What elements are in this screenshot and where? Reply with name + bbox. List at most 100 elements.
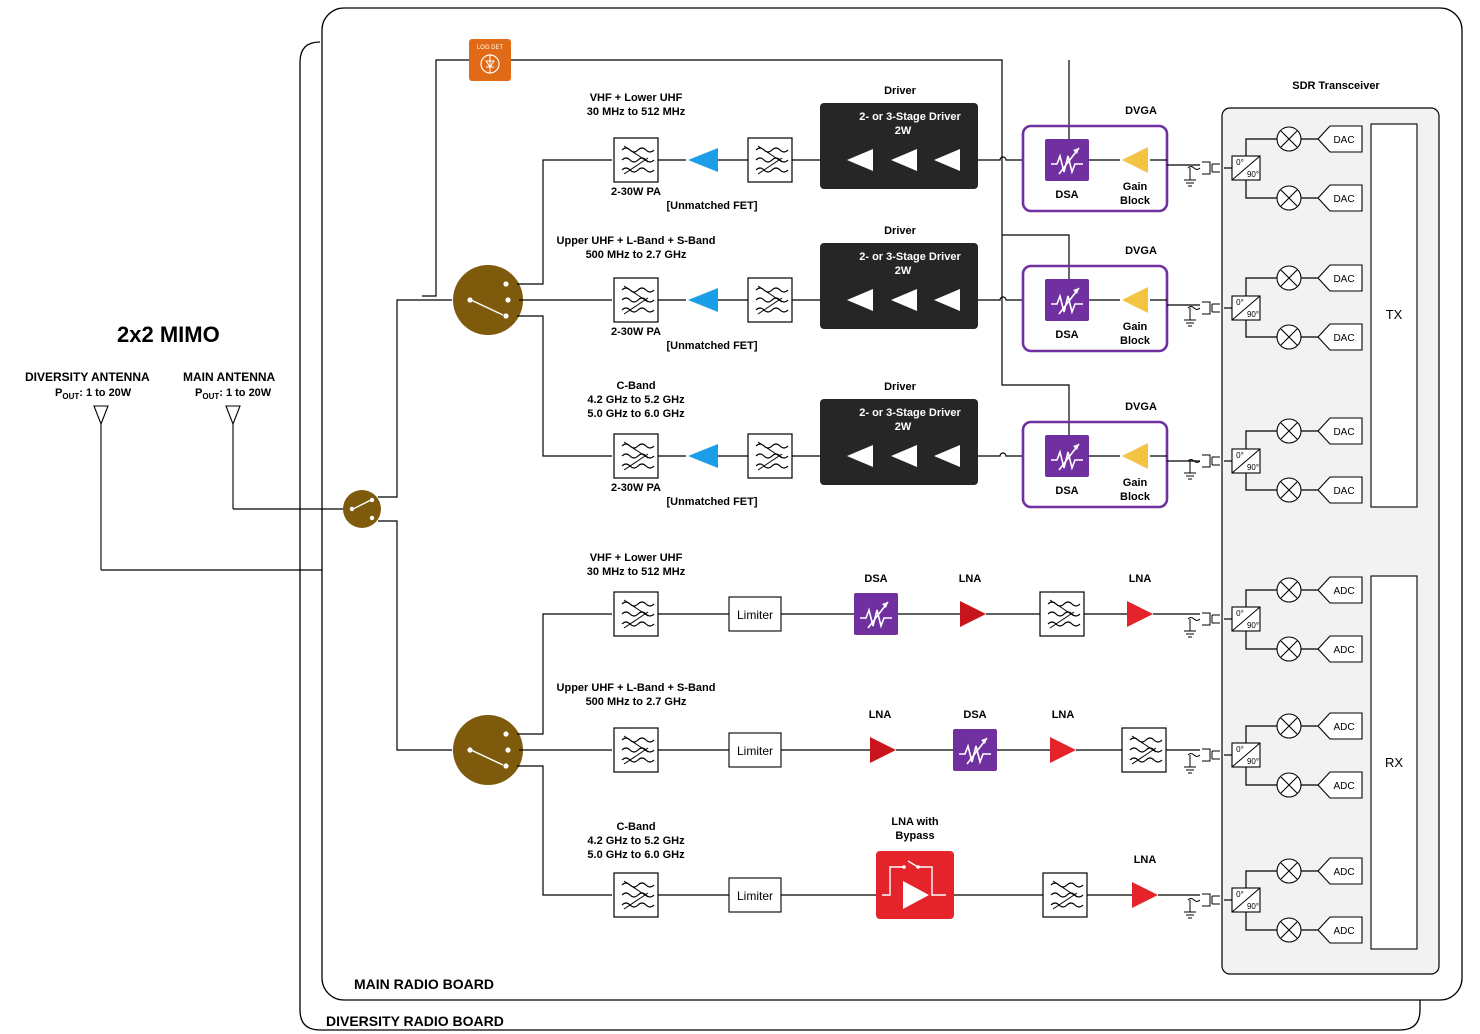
- band-label: VHF + Lower UHF: [590, 92, 683, 104]
- wire: [1245, 473, 1277, 491]
- phase-0-label: 0°: [1236, 298, 1244, 307]
- lna-bypass-sublabel: Bypass: [895, 830, 934, 842]
- dvga-dsa-icon: [1045, 139, 1089, 181]
- gain-block-icon: [1122, 287, 1148, 313]
- diversity-radio-board-label: DIVERSITY RADIO BOARD: [326, 1013, 504, 1029]
- dac-block: DAC: [1317, 264, 1363, 292]
- dsa-label: DSA: [864, 573, 887, 585]
- mixer-icon: [1276, 418, 1302, 444]
- mixer-icon: [1276, 324, 1302, 350]
- lna-icon: [870, 737, 896, 763]
- driver-stage-icon: [847, 289, 873, 311]
- band-range: 30 MHz to 512 MHz: [587, 566, 686, 578]
- limiter-label: Limiter: [737, 744, 773, 758]
- lna-icon: [903, 881, 929, 909]
- tx-label: TX: [1386, 307, 1403, 322]
- wire: [978, 452, 1024, 457]
- mixer-icon: [1276, 577, 1302, 603]
- coupler-icon: [1202, 301, 1211, 315]
- mixer-icon: [1276, 713, 1302, 739]
- dac-label: DAC: [1333, 427, 1354, 438]
- main-radio-board: [321, 7, 1463, 1001]
- driver-block: [820, 399, 978, 485]
- pa-sublabel: [Unmatched FET]: [666, 200, 757, 212]
- coupler-icon: [1202, 454, 1211, 468]
- bandpass-filter-icon: [613, 591, 659, 637]
- bypass-body: [876, 851, 954, 919]
- dac-label: DAC: [1333, 486, 1354, 497]
- lna-icon: [1050, 737, 1076, 763]
- mixer-icon: [1276, 772, 1302, 798]
- bandpass-filter-icon: [613, 137, 659, 183]
- driver-sublabel: 2W: [895, 421, 912, 433]
- diversity-antenna-icon: [93, 405, 109, 570]
- band-label: Upper UHF + L-Band + S-Band: [557, 682, 716, 694]
- dac-block: DAC: [1317, 184, 1363, 212]
- bandpass-filter-icon: [613, 433, 659, 479]
- bandpass-filter-icon: [613, 872, 659, 918]
- dac-label: DAC: [1333, 333, 1354, 344]
- driver-stage-icon: [847, 445, 873, 467]
- adc-label: ADC: [1333, 722, 1354, 733]
- mixer-icon: [1276, 265, 1302, 291]
- rx-band-switch: [453, 715, 523, 785]
- adc-block: ADC: [1317, 576, 1363, 604]
- adc-block: ADC: [1317, 712, 1363, 740]
- coupler-icon: [1202, 748, 1211, 762]
- dvga-block: [1021, 420, 1169, 509]
- wire: [1245, 725, 1277, 743]
- band-label: VHF + Lower UHF: [590, 552, 683, 564]
- driver-label: 2- or 3-Stage Driver: [859, 251, 961, 263]
- mixer-icon: [1276, 185, 1302, 211]
- dsa-label: DSA: [1055, 485, 1078, 497]
- dvga-block: [1021, 264, 1169, 353]
- svg-text:LOG DET: LOG DET: [477, 45, 504, 51]
- page-title: 2x2 MIMO: [117, 322, 220, 347]
- driver-sublabel: 2W: [895, 125, 912, 137]
- driver-title: Driver: [884, 85, 917, 97]
- dvga-dsa-icon: [1045, 279, 1089, 321]
- dac-block: DAC: [1317, 417, 1363, 445]
- band-range-2: 5.0 GHz to 6.0 GHz: [587, 408, 685, 420]
- band-label: C-Band: [616, 821, 655, 833]
- dac-label: DAC: [1333, 135, 1354, 146]
- band-range: 4.2 GHz to 5.2 GHz: [587, 394, 685, 406]
- dac-block: DAC: [1317, 476, 1363, 504]
- bandpass-filter-icon: [1121, 727, 1167, 773]
- limiter-block: [728, 596, 782, 632]
- band-range: 500 MHz to 2.7 GHz: [586, 696, 687, 708]
- limiter-label: Limiter: [737, 889, 773, 903]
- iq-splitter: [1183, 301, 1220, 327]
- diversity-radio-board: [299, 41, 1421, 1031]
- adc-label: ADC: [1333, 781, 1354, 792]
- driver-stage-icon: [934, 445, 960, 467]
- lna-icon: [960, 601, 986, 627]
- driver-label: 2- or 3-Stage Driver: [859, 111, 961, 123]
- limiter-label: Limiter: [737, 608, 773, 622]
- bandpass-filter-icon: [613, 277, 659, 323]
- bandpass-filter-icon: [613, 727, 659, 773]
- dac-label: DAC: [1333, 194, 1354, 205]
- phase-90-label: 90°: [1247, 621, 1259, 630]
- main-radio-board-label: MAIN RADIO BOARD: [354, 976, 494, 992]
- adc-block: ADC: [1317, 771, 1363, 799]
- dvga-block: [1021, 124, 1169, 213]
- wire: [1245, 589, 1277, 607]
- lna-bypass-label: LNA with: [891, 816, 939, 828]
- pa-sublabel: [Unmatched FET]: [666, 340, 757, 352]
- dac-block: DAC: [1317, 323, 1363, 351]
- mixer-icon: [1276, 477, 1302, 503]
- coupler-icon: [1202, 612, 1211, 626]
- tx-band-switch: [453, 265, 523, 335]
- main-antenna-icon: [225, 405, 241, 509]
- diversity-antenna-label: DIVERSITY ANTENNA: [25, 370, 150, 384]
- dsa-label: DSA: [1055, 329, 1078, 341]
- driver-stage-icon: [934, 289, 960, 311]
- dvga-dsa-icon: [1045, 435, 1089, 477]
- mixer-icon: [1276, 636, 1302, 662]
